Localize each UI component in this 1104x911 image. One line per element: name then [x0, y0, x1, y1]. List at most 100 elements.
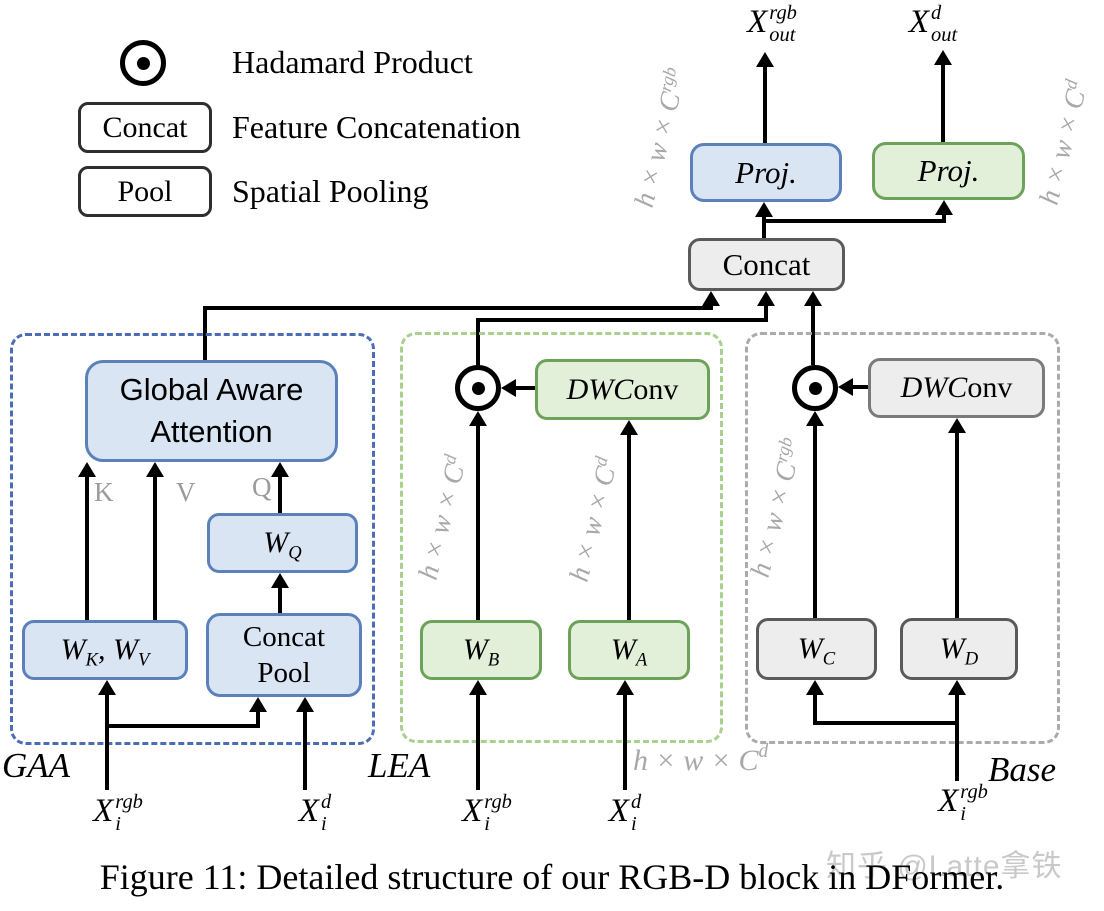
global-aware-attention-label: Global Aware Attention	[119, 372, 304, 449]
figure-caption: Figure 11: Detailed structure of our RGB…	[99, 857, 1005, 897]
hadamard-product-icon	[120, 40, 166, 86]
wq-label: WQ	[263, 526, 301, 564]
legend-pool-box-label: Pool	[117, 174, 173, 208]
lea-group-label: LEA	[368, 746, 431, 785]
flow-line	[623, 692, 627, 790]
output-x-rgb-sub: out	[769, 24, 796, 47]
concat-label: Concat	[722, 246, 811, 282]
lea-dwconv-label: DWConv	[567, 373, 679, 407]
x-base: X	[462, 793, 483, 829]
proj-d-label: Proj.	[917, 153, 980, 188]
flow-line	[762, 219, 946, 223]
flow-line	[763, 65, 767, 143]
flow-line	[762, 214, 766, 238]
base-dwconv-label: DWConv	[901, 371, 1013, 405]
dim-sup: d	[758, 741, 769, 763]
x-sub: i	[320, 813, 327, 836]
x-base: X	[298, 793, 319, 829]
k-label: K	[94, 477, 114, 507]
wq-box: WQ	[207, 513, 358, 573]
flow-line	[256, 712, 260, 728]
concat-pool-box: Concat Pool	[206, 613, 362, 697]
q-label: Q	[252, 472, 272, 502]
arrowhead-icon	[757, 291, 775, 306]
arrowhead-icon	[948, 680, 966, 695]
wc-sub: C	[822, 648, 836, 670]
output-x-d-sup: d	[931, 2, 942, 24]
arrowhead-icon	[469, 680, 487, 695]
x-sub: i	[960, 803, 966, 826]
flow-line	[955, 692, 959, 781]
arrowhead-icon	[501, 379, 516, 397]
arrowhead-icon	[616, 680, 634, 695]
gaa-group-label: GAA	[2, 746, 71, 785]
hadamard-dot	[808, 381, 822, 395]
wa-sub: A	[635, 649, 648, 671]
concat-pool-line1: Concat	[242, 620, 326, 653]
global-aware-attention-box: Global Aware Attention	[85, 360, 338, 462]
dwconv-italic: DWC	[566, 372, 634, 406]
x-base: X	[938, 783, 959, 819]
flow-line	[955, 430, 959, 618]
flow-line	[764, 303, 768, 322]
arrowhead-icon	[98, 680, 116, 695]
wd-base: W	[939, 632, 965, 665]
arrowhead-icon	[271, 462, 289, 477]
dim-main: h × w × C	[628, 89, 688, 211]
output-x-d-sub: out	[931, 24, 958, 47]
arrowhead-icon	[146, 462, 164, 477]
base-dwconv-box: DWConv	[868, 358, 1045, 418]
flow-line	[942, 212, 946, 223]
wa-box: WA	[568, 620, 690, 680]
x-sup: d	[320, 791, 332, 813]
dim-sup: rgb	[654, 64, 680, 94]
x-sub: i	[115, 813, 121, 836]
x-sup: d	[630, 791, 642, 813]
flow-line	[476, 423, 480, 620]
arrowhead-icon	[806, 680, 824, 695]
wk-sub: K	[85, 649, 99, 671]
base-group-box	[745, 332, 1060, 744]
flow-line	[476, 692, 480, 790]
wv-sub: V	[138, 649, 150, 671]
legend-pool-box: Pool	[78, 166, 212, 217]
proj-rgb-label: Proj.	[735, 154, 797, 190]
legend-hadamard-label: Hadamard Product	[232, 44, 473, 80]
arrowhead-icon	[756, 52, 774, 67]
wc-label: WC	[797, 632, 835, 670]
wa-label: WA	[611, 633, 647, 671]
wkwv-sep: ,	[98, 633, 114, 666]
hadamard-product-icon	[792, 365, 838, 411]
flow-line	[476, 318, 768, 322]
wq-sub: Q	[288, 542, 302, 564]
wkwv-label: WK, WV	[60, 633, 150, 671]
wc-box: WC	[756, 618, 877, 680]
wk-base: W	[60, 633, 86, 666]
flow-line	[85, 474, 89, 620]
wd-label: WD	[939, 632, 978, 670]
x-sup: rgb	[960, 781, 988, 803]
flow-line	[153, 474, 157, 620]
v-label: V	[176, 477, 196, 507]
arrowhead-icon	[469, 411, 487, 426]
output-x-rgb-sup: rgb	[769, 2, 797, 24]
dwconv-italic: DWC	[900, 371, 968, 404]
arrowhead-icon	[702, 291, 720, 306]
legend-concat-label: Feature Concatenation	[232, 109, 521, 145]
watermark: 知乎 @Latte拿铁	[826, 850, 1063, 883]
flow-line	[205, 306, 713, 310]
concat-box: Concat	[688, 238, 845, 291]
flow-line	[813, 692, 817, 725]
wc-base: W	[797, 632, 823, 665]
arrowhead-icon	[806, 411, 824, 426]
wkwv-box: WK, WV	[22, 620, 188, 680]
